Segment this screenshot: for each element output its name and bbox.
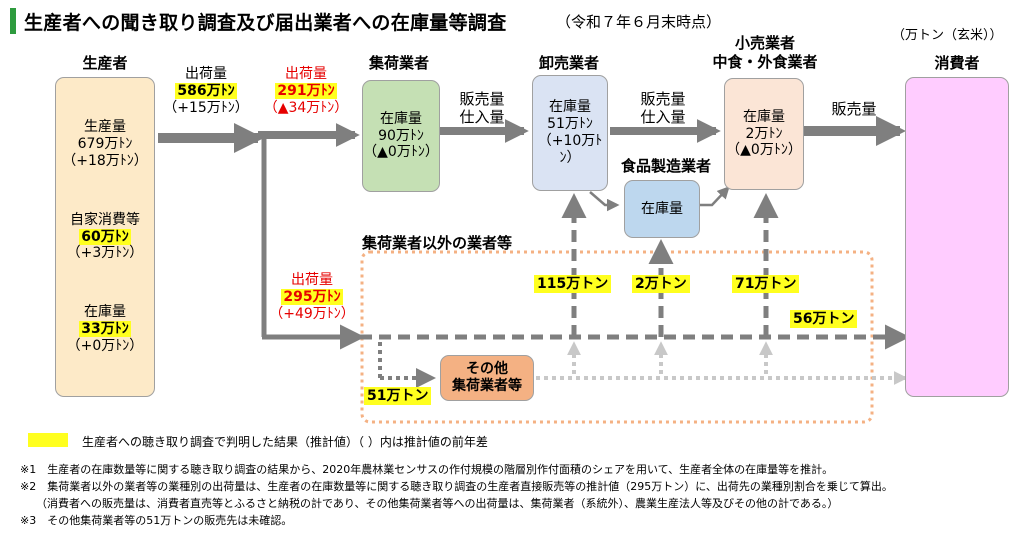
shokuhin-label: 在庫量 bbox=[641, 200, 683, 217]
self-diff: （+3万ﾄﾝ） bbox=[66, 245, 144, 262]
ship-main-label-group: 出荷量 586万ﾄﾝ （+15万ﾄﾝ） bbox=[160, 66, 252, 116]
ship-shuka-label-group: 出荷量 291万ﾄﾝ （▲34万ﾄﾝ） bbox=[260, 66, 352, 116]
ship-main-diff: （+15万ﾄﾝ） bbox=[163, 99, 249, 116]
producer-stock: 在庫量 33万ﾄﾝ （+0万ﾄﾝ） bbox=[67, 304, 144, 354]
kouri-header-line2: 中食・外食業者 bbox=[712, 52, 818, 71]
kouri-box: 在庫量 2万ﾄﾝ （▲0万ﾄﾝ） bbox=[724, 78, 804, 190]
note-3: ※3 その他集荷業者等の51万トンの販売先は未確認。 bbox=[20, 514, 293, 527]
consumer-header: 消費者 bbox=[934, 54, 980, 72]
dashed-value-shokuhin: 2万トン bbox=[632, 275, 690, 293]
producer-self: 自家消費等 60万ﾄﾝ （+3万ﾄﾝ） bbox=[67, 212, 144, 262]
shokuhin-header: 食品製造業者 bbox=[620, 157, 711, 175]
sale3-label: 販売量 bbox=[831, 100, 877, 118]
sale1-label-group: 販売量 仕入量 bbox=[446, 90, 518, 126]
legend-text: 生産者への聴き取り調査で判明した結果（推計値）（ ）内は推計値の前年差 bbox=[82, 435, 488, 449]
stock-value: 33万ﾄﾝ bbox=[79, 321, 131, 338]
other-traders-region bbox=[360, 250, 874, 424]
ship-shuka-value: 291万ﾄﾝ bbox=[275, 82, 337, 99]
shuka-diff: （▲0万ﾄﾝ） bbox=[363, 144, 439, 161]
sale2-line2: 仕入量 bbox=[640, 108, 686, 126]
note-2: ※2 集荷業者以外の業者等の業種別の出荷量は、生産者の在庫数量等に関する聴き取り… bbox=[20, 480, 893, 493]
ship-shuka-label: 出荷量 bbox=[285, 66, 327, 82]
ship-shuka-diff: （▲34万ﾄﾝ） bbox=[263, 99, 349, 116]
other-box-line2: 集荷業者等 bbox=[452, 378, 522, 394]
shuka-value: 90万ﾄﾝ bbox=[378, 127, 424, 144]
oroshi-diff: （+10万ﾄﾝ） bbox=[537, 133, 603, 166]
title-accent-bar bbox=[10, 8, 16, 34]
producer-box: 生産量 679万ﾄﾝ （+18万ﾄﾝ） 自家消費等 60万ﾄﾝ （+3万ﾄﾝ） … bbox=[55, 77, 155, 397]
production-diff: （+18万ﾄﾝ） bbox=[62, 152, 148, 169]
kouri-header: 小売業者 中食・外食業者 bbox=[700, 34, 830, 72]
sale2-line1: 販売量 bbox=[640, 90, 686, 108]
note-1: ※1 生産者の在庫数量等に関する聴き取り調査の結果から、2020年農林業センサス… bbox=[20, 463, 834, 476]
kouri-diff: （▲0万ﾄﾝ） bbox=[726, 142, 802, 159]
note-2-sub: （消費者への販売量は、消費者直売等とふるさと納税の計であり、その他集荷業者等への… bbox=[36, 497, 839, 510]
dashed-value-consumer: 56万トン bbox=[790, 310, 858, 328]
production-value: 679万ﾄﾝ bbox=[77, 135, 133, 152]
sale1-line2: 仕入量 bbox=[459, 108, 505, 126]
unit-label: （万トン（玄米）） bbox=[892, 28, 1003, 43]
ship-other-value: 295万ﾄﾝ bbox=[281, 288, 343, 305]
shuka-box: 在庫量 90万ﾄﾝ （▲0万ﾄﾝ） bbox=[362, 80, 440, 192]
sale2-label-group: 販売量 仕入量 bbox=[620, 90, 706, 126]
ship-main-value: 586万ﾄﾝ bbox=[175, 82, 237, 99]
arrow-shokuhin-kouri bbox=[700, 186, 730, 207]
oroshi-label: 在庫量 bbox=[549, 99, 591, 116]
other-region-label: 集荷業者以外の業者等 bbox=[362, 234, 513, 252]
other-box-line1: その他 bbox=[466, 361, 508, 378]
consumer-box bbox=[905, 77, 1009, 397]
shuka-label: 在庫量 bbox=[380, 110, 422, 127]
ship-main-label: 出荷量 bbox=[185, 66, 227, 82]
oroshi-header: 卸売業者 bbox=[538, 54, 599, 72]
self-label: 自家消費等 bbox=[69, 211, 140, 228]
other-box: その他 集荷業者等 bbox=[440, 355, 534, 401]
oroshi-value: 51万ﾄﾝ bbox=[547, 116, 593, 133]
arrow-oroshi-shokuhin bbox=[589, 191, 620, 212]
dashed-value-kouri: 71万トン bbox=[732, 275, 800, 293]
shokuhin-box: 在庫量 bbox=[624, 180, 700, 238]
kouri-header-line1: 小売業者 bbox=[734, 34, 795, 52]
kouri-value: 2万ﾄﾝ bbox=[745, 125, 783, 142]
ship-other-label-group: 出荷量 295万ﾄﾝ （+49万ﾄﾝ） bbox=[266, 272, 358, 322]
stock-label: 在庫量 bbox=[83, 304, 126, 321]
shuka-header: 集荷業者 bbox=[368, 54, 429, 72]
producer-production: 生産量 679万ﾄﾝ （+18万ﾄﾝ） bbox=[62, 119, 148, 169]
sale1-line1: 販売量 bbox=[459, 90, 505, 108]
producer-header: 生産者 bbox=[82, 54, 128, 72]
ship-other-diff: （+49万ﾄﾝ） bbox=[269, 305, 355, 322]
page-subtitle: （令和７年６月末時点） bbox=[556, 13, 722, 31]
dashed-value-other: 51万トン bbox=[364, 387, 432, 405]
ship-other-label: 出荷量 bbox=[291, 272, 333, 288]
oroshi-box: 在庫量 51万ﾄﾝ （+10万ﾄﾝ） bbox=[532, 75, 608, 191]
production-label: 生産量 bbox=[83, 119, 126, 136]
self-value: 60万ﾄﾝ bbox=[79, 228, 131, 245]
legend-swatch bbox=[28, 433, 68, 447]
page-title: 生産者への聞き取り調査及び届出業者への在庫量等調査 bbox=[24, 12, 507, 34]
dashed-value-oroshi: 115万トン bbox=[534, 275, 612, 293]
stock-diff: （+0万ﾄﾝ） bbox=[66, 338, 144, 355]
kouri-label: 在庫量 bbox=[743, 108, 785, 125]
